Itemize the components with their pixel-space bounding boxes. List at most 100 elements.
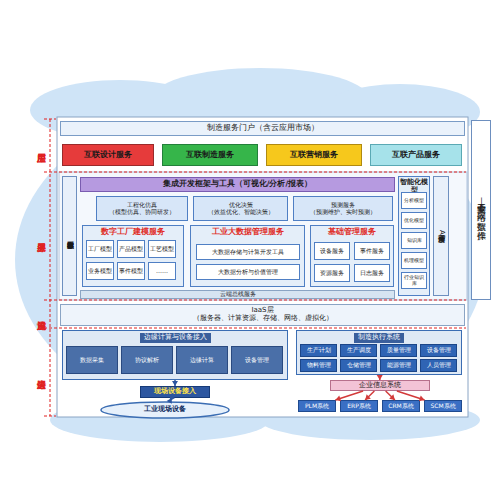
- box-label: 优化决策: [229, 202, 253, 209]
- access-box: 现场设备接入: [140, 386, 210, 398]
- box-label: 人员管理: [427, 362, 451, 369]
- outer-frame: [57, 117, 468, 417]
- service-box: 互联产品服务: [370, 144, 462, 166]
- box-label: 制造服务门户（含云应用市场）: [207, 124, 319, 133]
- service-item: 日志服务: [354, 264, 390, 282]
- arrow-head: [167, 398, 172, 404]
- box-label: 基础管理服务: [328, 228, 376, 237]
- box-label: 云端总线服务: [220, 291, 256, 298]
- edge-item: 边缘计算: [176, 346, 228, 374]
- system-box: PLM系统: [298, 400, 336, 412]
- connector-line: [365, 391, 374, 400]
- layer-label: 应用层: [34, 120, 48, 172]
- connector-arrow: [365, 391, 374, 400]
- cloud-shape: [15, 68, 485, 442]
- connector-arrow: [377, 375, 383, 380]
- model-item: 机理模型: [401, 252, 427, 269]
- box-label: （模型仿真、协同研发）: [109, 209, 175, 216]
- box-label: 企业信息系统: [359, 382, 401, 389]
- box-label: 产品模型: [119, 246, 143, 253]
- mes-item: 仓储管理: [340, 359, 377, 372]
- function-box: 预测服务（预测维护、实时预测）: [293, 196, 393, 221]
- arrow-head: [172, 381, 178, 386]
- box-label: 互联制造服务: [186, 151, 234, 160]
- box-label: 生产计划: [307, 347, 331, 354]
- box-label: （效益优化、智能决策）: [208, 209, 274, 216]
- model-box: 事件模型: [117, 262, 145, 280]
- api-column: 开放可调用平台API: [433, 176, 449, 296]
- box-label: 开放可调用平台API: [437, 230, 445, 241]
- iaas-bar: IaaS层（服务器、计算资源、存储、网络、虚拟化）: [60, 304, 465, 326]
- mes-item: 能源管理: [380, 359, 417, 372]
- box-label: SCM系统: [430, 403, 455, 410]
- group-box: 基础管理服务设备服务事件服务资源服务日志服务: [310, 225, 394, 287]
- box-label: 工业云安全—网络、数据、操作: [476, 197, 486, 224]
- box-label: 预测服务: [331, 202, 355, 209]
- arrow-head: [377, 375, 383, 380]
- service-box: 互联设计服务: [62, 144, 154, 166]
- model-box: 工艺模型: [148, 240, 176, 258]
- arrow-head: [389, 394, 395, 400]
- connector-arrow: [386, 391, 395, 400]
- model-box: 产品模型: [117, 240, 145, 258]
- function-box: 工程化仿真（模型仿真、协同研发）: [96, 196, 188, 221]
- system-box: SCM系统: [424, 400, 462, 412]
- box-label: 数据采集: [80, 357, 104, 364]
- box-label: 设备管理: [245, 357, 269, 364]
- system-bar: 企业信息系统: [330, 380, 430, 391]
- box-label: CRM系统: [388, 403, 414, 410]
- box-label: （服务器、计算资源、存储、网络、虚拟化）: [193, 315, 333, 323]
- box-label: ……: [156, 268, 168, 275]
- box-label: 工艺模型: [150, 246, 174, 253]
- arrow-head: [419, 396, 425, 402]
- mes-item: 设备管理: [420, 344, 457, 357]
- standard-column: 数字工厂参考模型标准体系: [62, 176, 77, 296]
- box-label: PLM系统: [305, 403, 329, 410]
- tool-box: 大数据分析与价值管理: [196, 264, 300, 280]
- box-label: IaaS层: [251, 307, 273, 315]
- layer-label: 服务层: [34, 176, 48, 296]
- mes-item: 生产计划: [300, 344, 337, 357]
- model-column: 智能化模型分析模型优化模型知识库机理模型行业知识库: [398, 176, 430, 296]
- box-label: 生产调度: [347, 347, 371, 354]
- box-label: 工厂模型: [88, 246, 112, 253]
- framework-bar: 集成开发框架与工具（可视化/分析/报表）: [80, 177, 395, 192]
- model-item: 优化模型: [401, 212, 427, 229]
- model-box: 业务模型: [86, 262, 114, 280]
- function-box: 优化决策（效益优化、智能决策）: [193, 196, 288, 221]
- model-box: ……: [148, 262, 176, 280]
- box-label: 行业知识库: [402, 275, 426, 286]
- portal-bar: 制造服务门户（含云应用市场）: [60, 121, 465, 136]
- box-label: 工业现场设备: [144, 406, 186, 414]
- connector-arrow: [397, 391, 425, 401]
- box-label: 物料管理: [307, 362, 331, 369]
- layer-label: 设施层: [34, 300, 48, 328]
- box-label: 现场设备接入: [154, 388, 196, 396]
- box-label: 业务模型: [88, 268, 112, 275]
- connector-line: [335, 391, 363, 400]
- group-box: 工业大数据管理服务大数据存储与计算开发工具大数据分析与价值管理: [190, 225, 305, 287]
- box-label: 制造执行系统: [354, 333, 404, 343]
- bus-bar: 云端总线服务: [80, 290, 395, 299]
- box-label: 知识库: [407, 238, 422, 244]
- box-label: 工程化仿真: [127, 202, 157, 209]
- model-box: 工厂模型: [86, 240, 114, 258]
- box-label: 边缘计算: [190, 357, 214, 364]
- layer-bracket: [44, 119, 466, 416]
- box-label: ERP系统: [347, 403, 371, 410]
- connector-line: [379, 375, 381, 380]
- system-box: ERP系统: [340, 400, 378, 412]
- box-label: 边缘计算与设备接入: [140, 333, 211, 343]
- system-box: CRM系统: [382, 400, 420, 412]
- box-label: 互联产品服务: [392, 151, 440, 160]
- service-box: 互联营销服务: [266, 144, 362, 166]
- model-item: 分析模型: [401, 192, 427, 209]
- security-column: 工业云安全—网络、数据、操作: [471, 120, 491, 300]
- box-label: 协议解析: [135, 357, 159, 364]
- service-item: 资源服务: [314, 264, 350, 282]
- arrow-head: [335, 396, 341, 402]
- box-label: 机理模型: [404, 258, 424, 264]
- box-label: 大数据分析与价值管理: [218, 269, 278, 276]
- box-label: 事件服务: [360, 248, 384, 255]
